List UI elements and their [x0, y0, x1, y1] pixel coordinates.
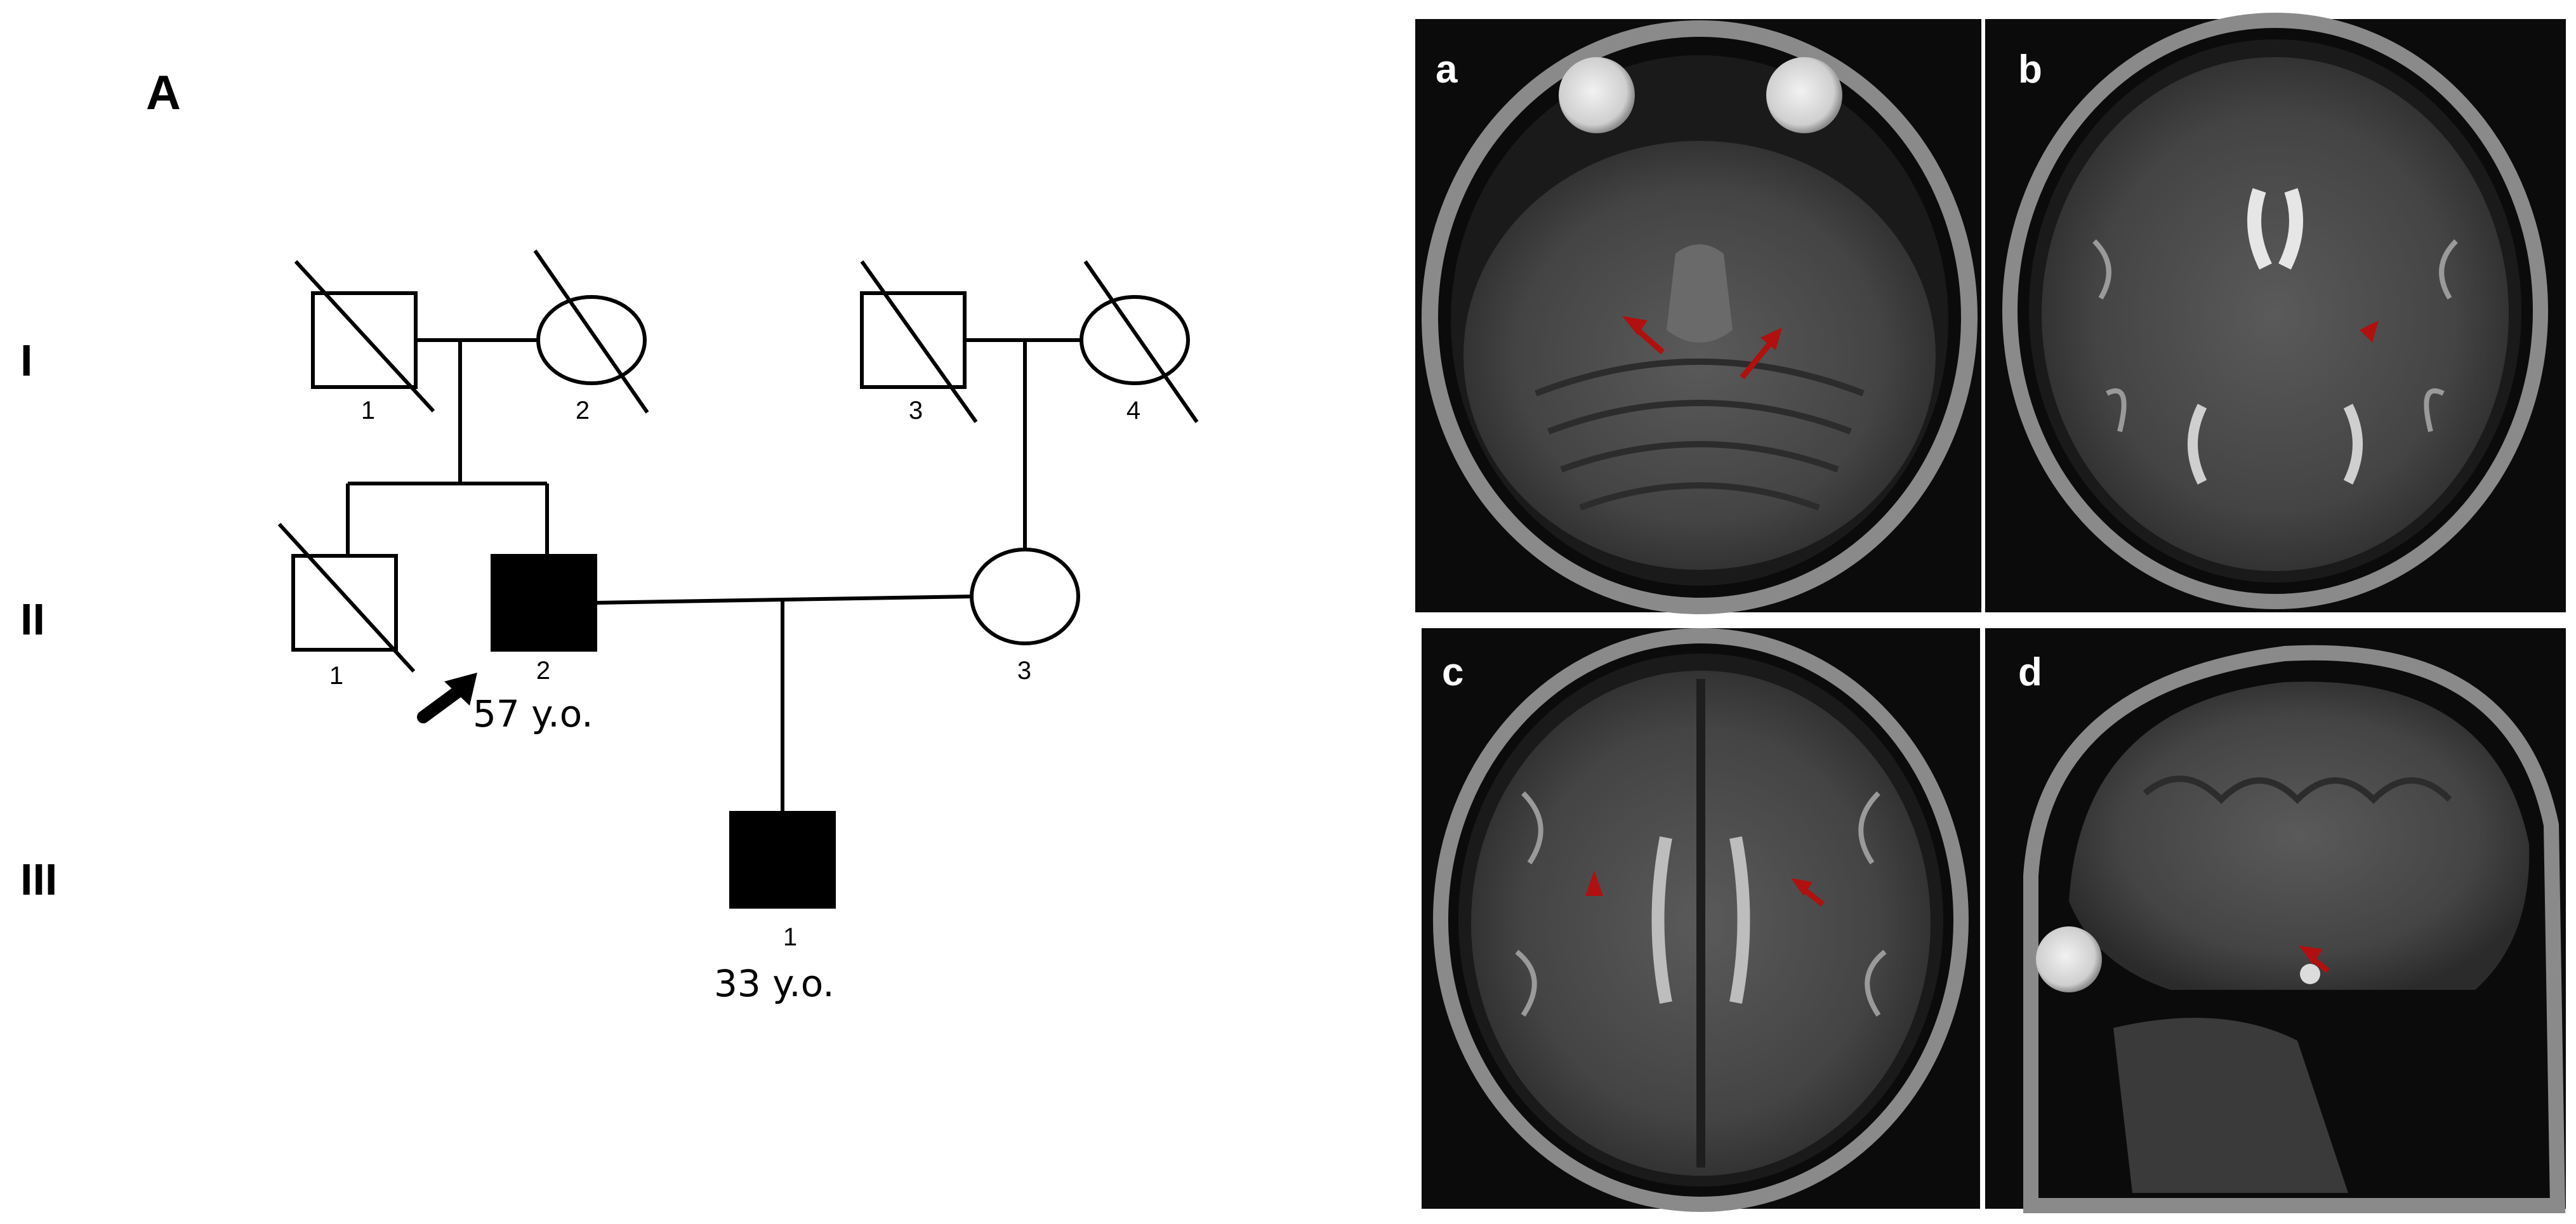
skull-base	[2113, 1018, 2348, 1193]
eye-globe-left	[1766, 57, 1842, 133]
female-symbol	[1080, 295, 1190, 385]
gyri	[2143, 775, 2452, 805]
eye-globe	[2036, 926, 2102, 992]
sulci	[2092, 239, 2458, 432]
mri-scan-c: c	[1422, 628, 1980, 1212]
sulci	[1515, 791, 1887, 1017]
subpanel-label-a: a	[1436, 48, 1458, 91]
deceased-slash	[533, 249, 649, 414]
skull-base-foramen	[2300, 964, 2320, 984]
brainstem	[1667, 244, 1733, 343]
affected-male-symbol	[491, 554, 597, 652]
subpanel-label-b: b	[2018, 48, 2042, 91]
individual-iii-1	[729, 811, 836, 909]
pedigree-chart: A I II III 1 2 3 4	[20, 66, 1199, 1005]
subpanel-label-c: c	[1442, 650, 1463, 694]
scalp-outline	[2023, 645, 2566, 1213]
individual-i-4	[1080, 260, 1199, 423]
affected-male-symbol	[729, 811, 836, 909]
age-label-ii-2: 57 y.o.	[473, 692, 593, 735]
deceased-slash	[294, 260, 435, 413]
individual-ii-2	[491, 554, 597, 652]
scalp-outline	[1433, 628, 1969, 1212]
lesion-arrow-icon	[1791, 878, 1825, 907]
individual-number-i-2: 2	[576, 397, 590, 424]
individual-number-i-3: 3	[909, 397, 923, 424]
mri-scan-d: d	[1985, 628, 2566, 1213]
pedigree-lines	[346, 338, 1081, 813]
lesion-arrow-icon	[2299, 945, 2330, 973]
proband-arrow-icon	[417, 673, 477, 723]
generation-label-i: I	[20, 336, 32, 385]
female-symbol	[970, 548, 1080, 645]
brain-tissue	[1463, 141, 1936, 570]
cerebellar-folia	[1535, 359, 1865, 511]
scalp-outline	[1422, 20, 1978, 614]
deceased-slash	[277, 522, 416, 673]
individual-number-i-4: 4	[1126, 397, 1140, 424]
individual-i-3	[860, 260, 978, 423]
age-label-iii-1: 33 y.o.	[714, 962, 835, 1005]
female-symbol	[536, 295, 647, 385]
eye-globe-right	[1559, 57, 1635, 133]
individual-number-ii-2: 2	[536, 657, 550, 685]
individual-i-1	[294, 260, 435, 413]
male-symbol	[860, 291, 967, 389]
mri-scan-a: a	[1415, 19, 1981, 614]
individual-ii-3	[970, 548, 1080, 645]
mri-figure: B a b	[1415, 13, 2566, 1213]
lesion-arrow-icon	[1622, 316, 1665, 355]
brain-tissue	[2042, 57, 2509, 571]
individual-ii-1	[277, 522, 416, 673]
lesion-arrowhead-icon	[1585, 871, 1603, 896]
individual-number-i-1: 1	[361, 397, 375, 424]
brain-tissue	[2069, 681, 2530, 990]
occipital-horns	[2188, 404, 2363, 485]
deceased-slash	[860, 260, 978, 423]
individual-number-ii-1: 1	[329, 662, 343, 690]
lesion-arrow-icon	[1740, 327, 1782, 379]
individual-i-2	[533, 249, 649, 414]
individual-number-ii-3: 3	[1017, 657, 1031, 685]
lesion-arrowhead-icon	[2360, 320, 2379, 343]
panel-label-a: A	[146, 66, 181, 120]
mri-scan-b: b	[1985, 13, 2566, 612]
individual-number-iii-1: 1	[783, 923, 797, 951]
generation-label-iii: III	[20, 855, 57, 904]
deceased-slash	[1083, 260, 1199, 423]
subpanel-label-d: d	[2018, 650, 2042, 694]
scalp-outline	[2002, 13, 2548, 609]
generation-label-ii: II	[20, 595, 45, 644]
lateral-ventricles	[1651, 836, 1750, 1004]
frontal-horns	[2247, 188, 2303, 270]
